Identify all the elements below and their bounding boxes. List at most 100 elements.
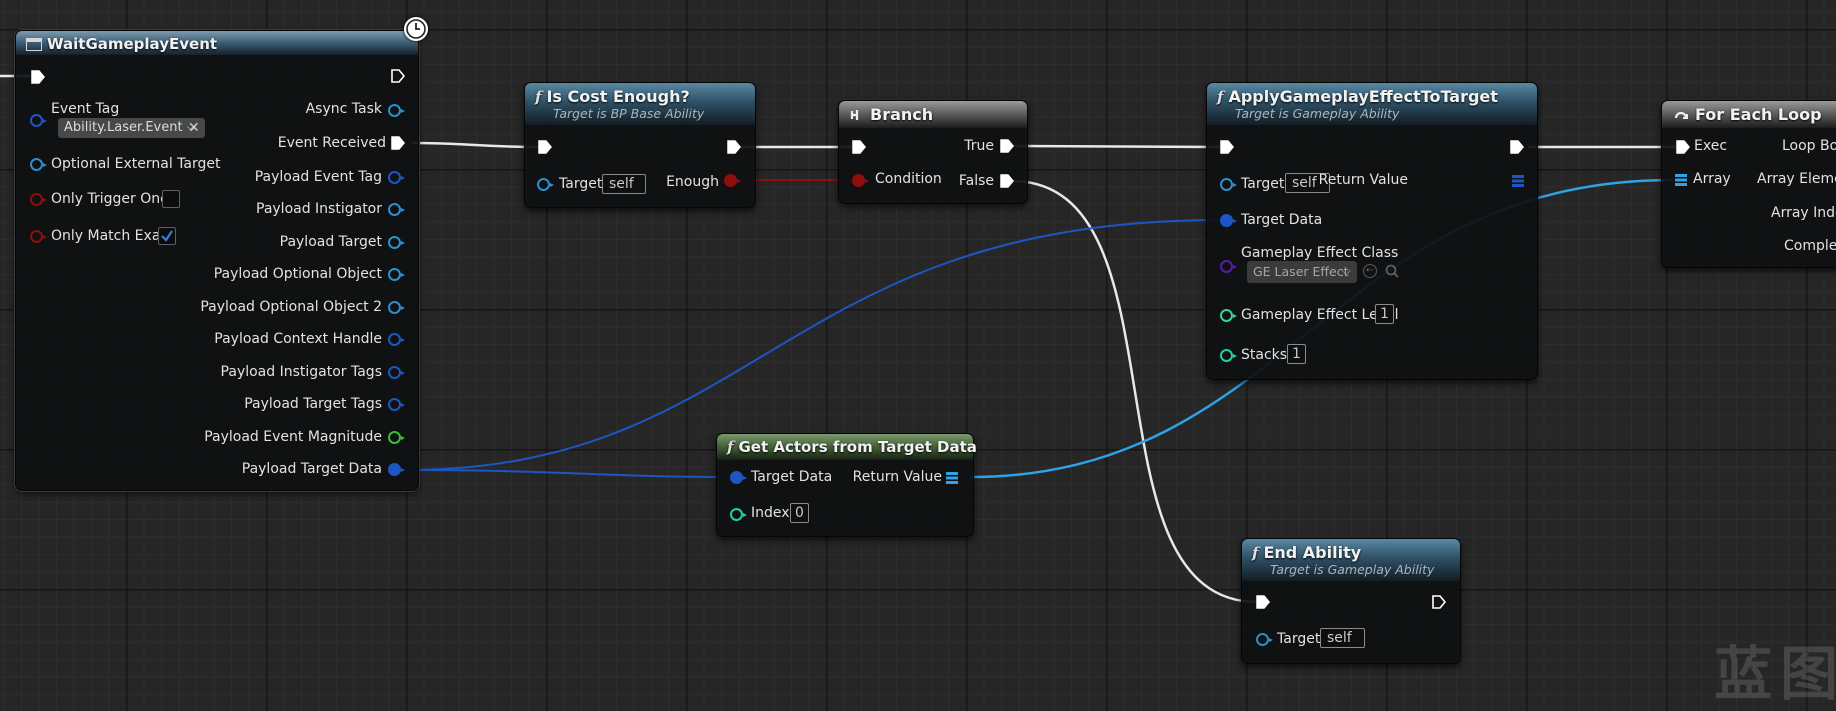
enough-pin[interactable] [724, 174, 741, 187]
only-trigger-once-pin[interactable] [30, 193, 47, 206]
event-tag-chip[interactable]: Ability.Laser.Event ✕ [58, 118, 205, 138]
target-value-box[interactable]: self [1285, 173, 1330, 193]
optional-external-target-pin[interactable] [30, 158, 47, 171]
array-pin[interactable] [1675, 174, 1687, 186]
chevron-down-icon: ⌵ [1341, 263, 1351, 278]
function-icon: f [1217, 87, 1224, 106]
payload-event-magnitude-label: Payload Event Magnitude [204, 429, 382, 445]
gameplay-effect-class-label: Gameplay Effect Class [1241, 245, 1399, 261]
async-task-label: Async Task [305, 101, 382, 117]
gameplay-effect-class-pin[interactable] [1220, 260, 1237, 273]
array-index-label: Array Index [1771, 205, 1836, 221]
payload-target-data-pin[interactable] [388, 463, 405, 476]
gameplay-effect-level-pin[interactable] [1220, 309, 1237, 322]
loop-body-label: Loop Body [1782, 138, 1836, 154]
return-value-pin[interactable] [946, 472, 958, 484]
node-branch[interactable]: Branch [838, 100, 1028, 204]
completed-label: Completed [1784, 238, 1836, 254]
event-tag-label: Event Tag [51, 101, 120, 117]
payload-instigator-pin[interactable] [388, 203, 405, 216]
payload-target-tags-label: Payload Target Tags [244, 396, 382, 412]
loop-icon [1674, 111, 1688, 119]
only-match-exact-label: Only Match Exact [51, 228, 174, 244]
only-match-exact-pin[interactable] [30, 230, 47, 243]
target-data-pin[interactable] [1220, 214, 1237, 227]
target-data-label: Target Data [751, 469, 833, 485]
stacks-pin[interactable] [1220, 349, 1237, 362]
gameplay-effect-level-input[interactable]: 1 [1375, 304, 1394, 324]
event-tag-pin[interactable] [30, 114, 47, 127]
stacks-input[interactable]: 1 [1287, 344, 1306, 364]
index-input[interactable]: 0 [790, 503, 809, 523]
target-data-label: Target Data [1241, 212, 1323, 228]
target-data-pin[interactable] [730, 471, 747, 484]
target-pin[interactable] [537, 178, 554, 191]
index-pin[interactable] [730, 508, 747, 521]
payload-event-magnitude-pin[interactable] [388, 431, 405, 444]
clear-tag-icon[interactable]: ✕ [187, 120, 200, 136]
target-value-box[interactable]: self [1320, 628, 1365, 648]
target-pin[interactable] [1256, 633, 1273, 646]
node-subtitle: Target is BP Base Ability [553, 106, 705, 121]
target-label: Target [1277, 631, 1321, 647]
array-element-label: Array Element [1757, 171, 1836, 187]
only-match-exact-checkbox[interactable] [158, 227, 176, 245]
branch-icon [850, 109, 859, 120]
payload-target-data-label: Payload Target Data [241, 461, 382, 477]
function-icon: f [535, 87, 542, 106]
browse-asset-icon[interactable] [1384, 263, 1400, 283]
payload-target-tags-pin[interactable] [388, 398, 405, 411]
target-label: Target [1241, 176, 1285, 192]
payload-instigator-tags-label: Payload Instigator Tags [220, 364, 382, 380]
gameplay-effect-class-dropdown[interactable]: GE Laser Effect ⌵ [1247, 261, 1357, 283]
payload-instigator-tags-pin[interactable] [388, 366, 405, 379]
payload-event-tag-pin[interactable] [388, 171, 405, 184]
condition-label: Condition [875, 171, 942, 187]
node-header[interactable]: For Each Loop [1662, 101, 1836, 128]
node-title: ApplyGameplayEffectToTarget [1228, 87, 1498, 106]
use-selected-asset-icon[interactable]: ← [1363, 264, 1377, 278]
node-subtitle: Target is Gameplay Ability [1235, 106, 1400, 121]
payload-target-pin[interactable] [388, 236, 405, 249]
node-title: Branch [870, 105, 934, 124]
struct-wire-payload-to-getactors[interactable] [404, 469, 737, 478]
target-value-box[interactable]: self [602, 174, 646, 194]
payload-optional-object-2-label: Payload Optional Object 2 [200, 299, 382, 315]
chevron-down-icon[interactable]: ⌵ [187, 120, 197, 134]
target-pin[interactable] [1220, 178, 1237, 191]
return-value-label: Return Value [1318, 172, 1408, 188]
function-icon: f [1252, 543, 1259, 562]
payload-optional-object-pin[interactable] [388, 268, 405, 281]
optional-external-target-label: Optional External Target [51, 156, 221, 172]
payload-event-tag-label: Payload Event Tag [254, 169, 382, 185]
return-value-pin[interactable] [1512, 175, 1524, 187]
node-wait-gameplay-event[interactable]: WaitGameplayEvent [15, 30, 419, 491]
condition-pin[interactable] [852, 174, 869, 187]
array-label: Array [1693, 171, 1731, 187]
payload-optional-object-2-pin[interactable] [388, 301, 405, 314]
true-label: True [964, 138, 994, 154]
node-header[interactable]: WaitGameplayEvent [16, 31, 418, 55]
node-subtitle: Target is Gameplay Ability [1270, 562, 1435, 577]
payload-context-handle-pin[interactable] [388, 333, 405, 346]
stacks-label: Stacks [1241, 347, 1288, 363]
latent-clock-icon [404, 17, 428, 41]
node-for-each-loop[interactable]: For Each Loop [1661, 100, 1836, 268]
gameplay-effect-class-value: GE Laser Effect [1253, 264, 1349, 279]
index-label: Index [751, 505, 790, 521]
async-task-pin[interactable] [388, 104, 405, 117]
exec-wire-true-to-apply[interactable] [1011, 144, 1221, 149]
node-header[interactable]: Branch [839, 101, 1027, 128]
only-trigger-once-checkbox[interactable] [162, 190, 180, 208]
exec-wire-event-to-cost[interactable] [411, 141, 539, 149]
node-title: Get Actors from Target Data [738, 438, 977, 456]
function-icon: f [727, 438, 734, 456]
checkmark-icon [161, 230, 173, 242]
